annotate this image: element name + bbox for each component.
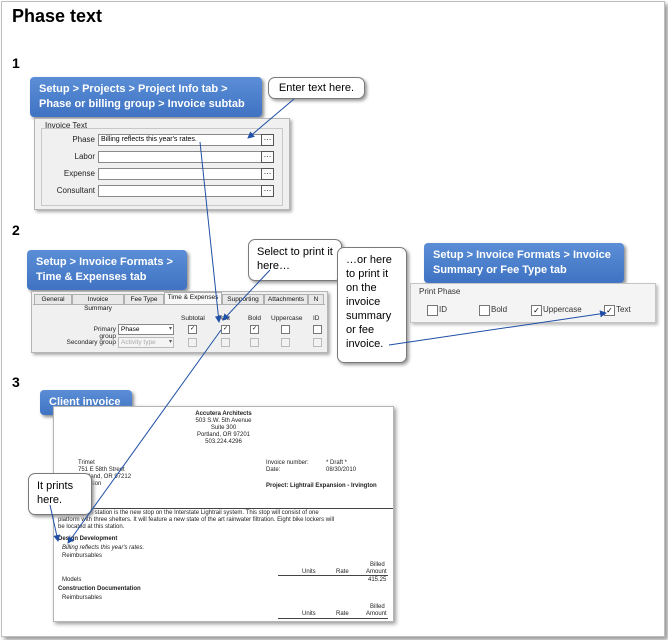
primary-group-value: Phase — [121, 326, 140, 333]
consultant-ellipsis-button[interactable]: … — [261, 185, 274, 197]
pointer-enter-text — [247, 98, 295, 139]
print-bold-label: Bold — [491, 305, 508, 314]
expense-label: Expense — [63, 169, 95, 178]
secondary-bold-checkbox[interactable] — [250, 338, 259, 347]
primary-group-label: Primary group — [93, 326, 116, 340]
invoice-divider — [54, 508, 393, 509]
phase-label: Phase — [72, 135, 95, 144]
invoice-client-street: 751 E 58th Street — [78, 467, 125, 473]
secondary-group-label: Secondary group — [66, 339, 116, 346]
pointer-it-prints — [49, 504, 61, 542]
invoice-firm-address-1: 503 S.W. 5th Avenue — [195, 418, 252, 424]
units-header-1: Units — [302, 569, 316, 575]
invoice-text-group — [41, 128, 283, 206]
invoice-number-value: * Draft * — [326, 460, 348, 466]
secondary-id-checkbox[interactable] — [313, 338, 322, 347]
primary-uppercase-checkbox[interactable] — [281, 325, 290, 334]
col-id: ID — [313, 315, 320, 322]
amount-header-1: Amount — [366, 569, 387, 575]
invoice-formats-panel: General Invoice Summary Fee Type Time & … — [31, 291, 328, 353]
tab-strip-border — [33, 304, 325, 305]
print-id-label: ID — [439, 305, 447, 314]
secondary-group-value: Activity type — [121, 339, 156, 346]
step-number-1: 1 — [12, 55, 20, 71]
primary-subtotal-checkbox[interactable]: ✓ — [188, 325, 197, 334]
pointer-phase-to-text — [199, 141, 222, 323]
col-uppercase: Uppercase — [271, 315, 303, 322]
print-id-checkbox[interactable] — [427, 305, 438, 316]
chevron-down-icon: ▾ — [168, 339, 172, 345]
labor-ellipsis-button[interactable]: … — [261, 151, 274, 163]
units-header-2: Units — [302, 611, 316, 617]
setup-path-callout-2: Setup > Invoice Formats > Time & Expense… — [27, 250, 187, 290]
invoice-date-value: 08/30/2010 — [326, 467, 357, 473]
client-invoice-preview: Accutera Architects 503 S.W. 5th Avenue … — [53, 406, 394, 622]
invoice-firm-phone: 503.224.4296 — [205, 439, 242, 445]
invoice-phase-text: Billing reflects this year's rates. — [62, 545, 145, 551]
primary-id-checkbox[interactable] — [313, 325, 322, 334]
primary-group-select[interactable]: Phase ▾ — [118, 324, 174, 335]
invoice-client-name: Trimet — [78, 460, 95, 466]
print-phase-panel: Print Phase ID Bold ✓ Uppercase ✓ Text — [410, 283, 656, 323]
chevron-down-icon: ▾ — [168, 326, 172, 332]
amount-header-2: Amount — [366, 611, 387, 617]
primary-text-checkbox[interactable]: ✓ — [221, 325, 230, 334]
hint-enter-text: Enter text here. — [268, 77, 365, 99]
billed-header-1: Billed — [370, 562, 385, 568]
invoice-number-label: Invoice number: — [266, 460, 309, 466]
invoice-text-panel: Invoice Text Phase Billing reflects this… — [34, 118, 290, 210]
print-phase-title: Print Phase — [419, 287, 461, 296]
invoice-phase-2: Construction Documentation — [58, 586, 141, 592]
col-bold: Bold — [248, 315, 262, 322]
invoice-firm-address-2: Suite 300 — [210, 425, 237, 431]
invoice-text-group-label: Invoice Text — [45, 121, 88, 130]
pointer-or-here — [388, 310, 607, 346]
invoice-reimbursables-2: Reimbursables — [62, 595, 103, 601]
phase-ellipsis-button[interactable]: … — [261, 134, 274, 146]
invoice-phase-1: Design Development — [58, 536, 118, 542]
invoice-models: Models — [62, 577, 82, 583]
print-uppercase-label: Uppercase — [543, 305, 582, 314]
invoice-description: The Irvington station is the new stop on… — [58, 510, 335, 530]
invoice-firm-address-3: Portland, OR 97201 — [196, 432, 251, 438]
consultant-label: Consultant — [56, 186, 95, 195]
print-text-label: Text — [616, 305, 631, 314]
setup-path-callout-3: Setup > Invoice Formats > Invoice Summar… — [424, 243, 624, 283]
expense-ellipsis-button[interactable]: … — [261, 168, 274, 180]
secondary-uppercase-checkbox[interactable] — [281, 338, 290, 347]
invoice-project: Project: Lightrail Expansion - Irvington — [266, 483, 377, 489]
hint-it-prints: It prints here. — [28, 473, 92, 515]
hint-select-to-print: Select to print it here… — [248, 239, 342, 281]
rate-header-1: Rate — [336, 569, 349, 575]
invoice-firm-name: Accutera Architects — [195, 411, 252, 417]
invoice-client-city: Portland, OR 97212 — [78, 474, 132, 480]
pointer-select-to-print — [222, 269, 271, 321]
step-number-2: 2 — [12, 222, 20, 238]
secondary-group-select[interactable]: Activity type ▾ — [118, 337, 174, 348]
rate-header-2: Rate — [336, 611, 349, 617]
invoice-reimbursables-1: Reimbursables — [62, 553, 103, 559]
secondary-text-checkbox[interactable] — [221, 338, 230, 347]
page-title: Phase text — [12, 6, 103, 26]
print-uppercase-checkbox[interactable]: ✓ — [531, 305, 542, 316]
column-rule-1 — [278, 575, 388, 576]
invoice-models-amount: 415.25 — [368, 577, 387, 583]
print-bold-checkbox[interactable] — [479, 305, 490, 316]
phase-text-input[interactable]: Billing reflects this year's rates. — [98, 134, 262, 146]
primary-bold-checkbox[interactable]: ✓ — [250, 325, 259, 334]
invoice-date-label: Date: — [266, 467, 281, 473]
billed-header-2: Billed — [370, 604, 385, 610]
secondary-subtotal-checkbox[interactable] — [188, 338, 197, 347]
pointer-text-to-invoice — [67, 329, 222, 544]
col-subtotal: Subtotal — [181, 315, 205, 322]
column-rule-2 — [278, 618, 388, 619]
setup-path-callout-1: Setup > Projects > Project Info tab > Ph… — [30, 77, 262, 117]
hint-or-here: …or here to print it on the invoice summ… — [337, 247, 407, 363]
step-number-3: 3 — [12, 374, 20, 390]
labor-label: Labor — [74, 152, 95, 161]
